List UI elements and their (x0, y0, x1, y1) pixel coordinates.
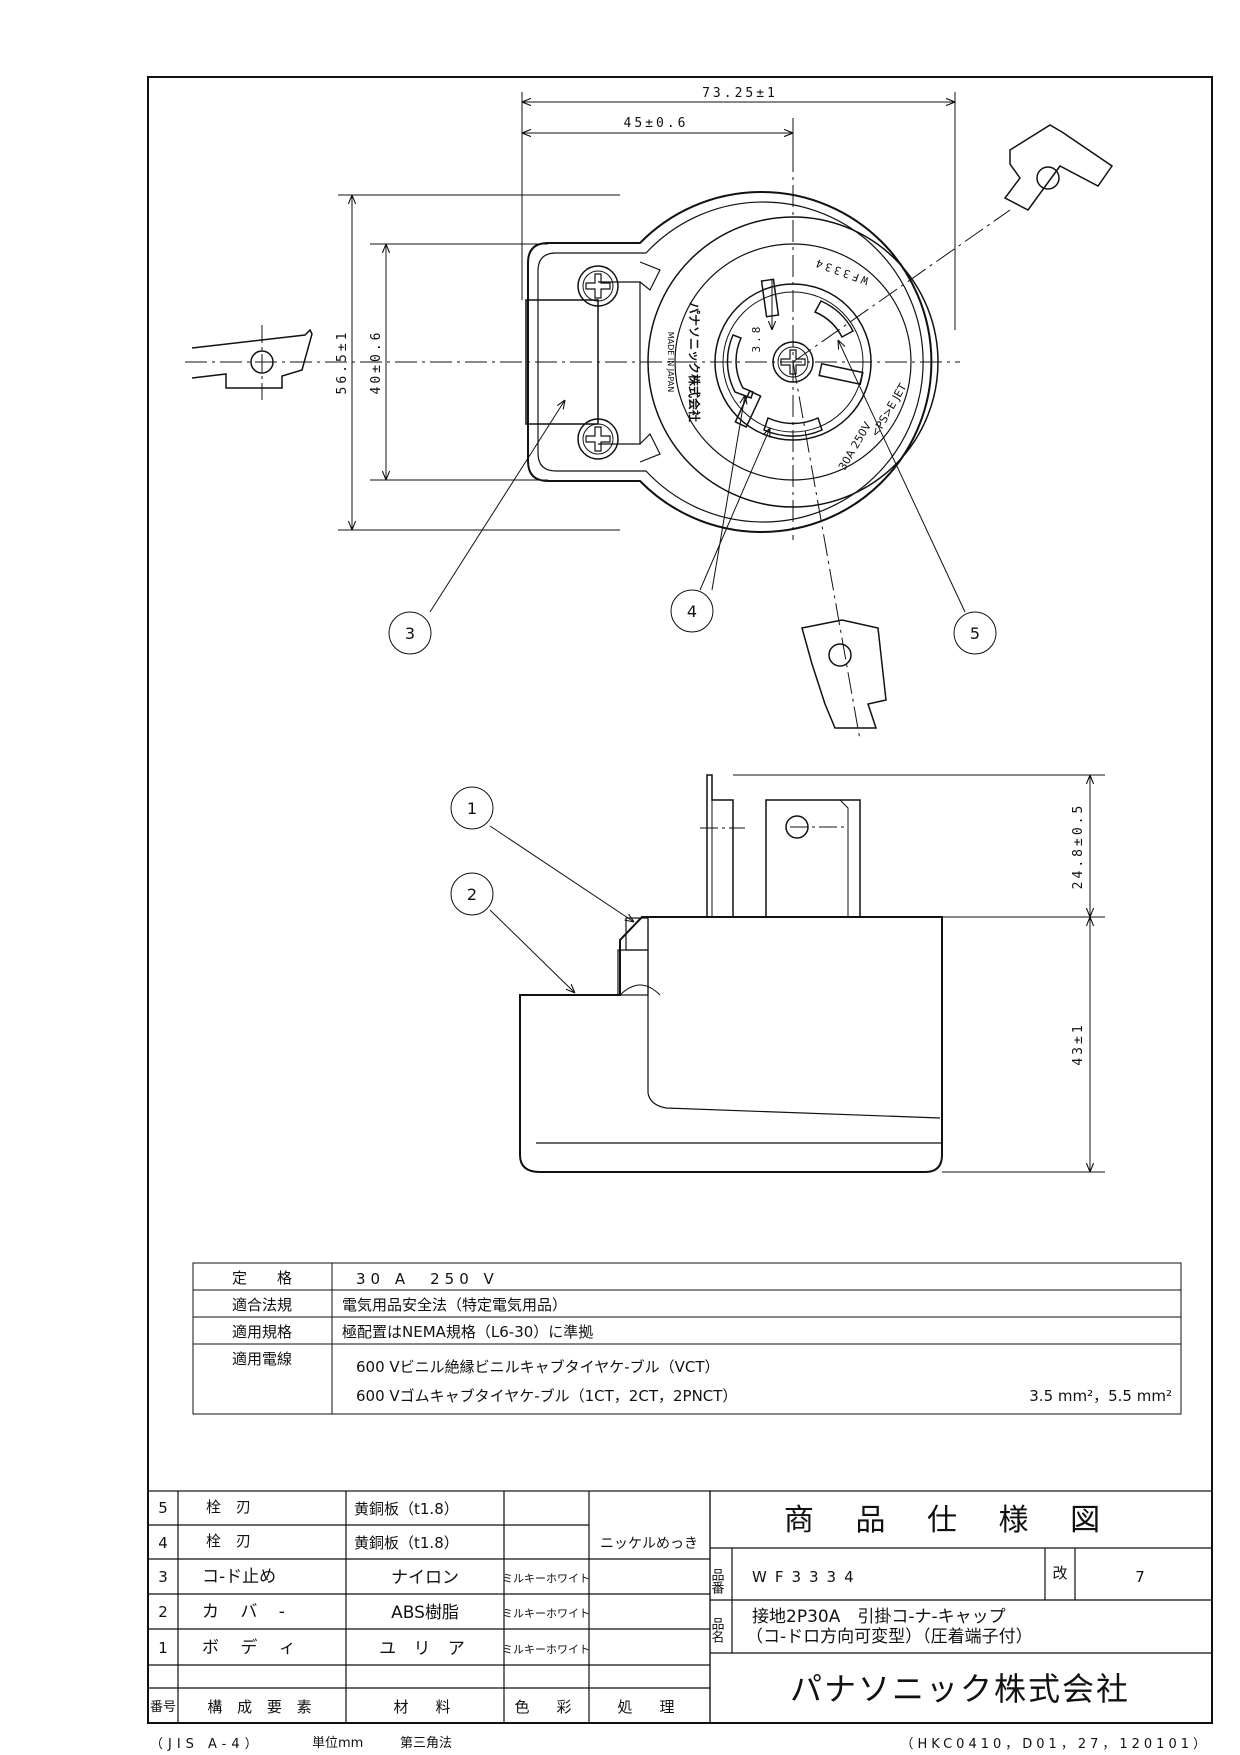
parts-row-1-name: ボ デ ィ (202, 1637, 304, 1658)
parts-row-4-no: 4 (158, 1534, 168, 1552)
balloon-5: 5 (970, 624, 980, 643)
parts-row-4-material: 黄銅板（t1.8） (354, 1534, 459, 1552)
parts-row-4-name: 栓 刃 (206, 1532, 251, 1550)
footer-drawing-code: （HKC0410，D01，27，120101） (901, 1737, 1210, 1752)
title-block-part-no: WF3334 (752, 1568, 862, 1586)
spec-label-rating: 定 格 (232, 1269, 292, 1287)
face-model-marking: WF3334 (811, 255, 870, 287)
spec-value-standard: 極配置はNEMA規格（L6-30）に準拠 (342, 1323, 593, 1341)
dim-height-56: 56.5±1 (335, 330, 350, 395)
parts-header-element: 構 成 要 素 (207, 1698, 316, 1716)
spec-value-law: 電気用品安全法（特定電気用品） (342, 1296, 567, 1314)
face-maker-marking: パナソニック株式会社 (687, 302, 702, 422)
face-made-in-marking: MADE IN JAPAN (666, 332, 675, 392)
dim-width-45: 45±0.6 (624, 116, 689, 131)
footer-unit: 単位mm (312, 1735, 363, 1751)
dim-blade-height: 24.8±0.5 (1071, 803, 1086, 890)
balloon-2: 2 (467, 885, 477, 904)
title-block-rev: 7 (1135, 1568, 1145, 1586)
dim-body-height: 43±1 (1071, 1022, 1086, 1065)
title-block-name-line2: （コ-ドロ方向可変型）（圧着端子付） (746, 1627, 1033, 1647)
parts-row-4-finish: ニッケルめっき (600, 1536, 698, 1552)
parts-row-1-color: ミルキーホワイト (502, 1643, 590, 1656)
parts-header-color: 色 彩 (514, 1698, 577, 1716)
title-block-part-no-label: 品番 (709, 1568, 725, 1595)
spec-value-wire-1: 600 Vビニル絶縁ビニルキャブタイヤケ-ブル（VCT） (356, 1358, 720, 1376)
parts-row-5-no: 5 (158, 1499, 168, 1517)
spec-label-law: 適合法規 (232, 1296, 292, 1314)
spec-label-wire: 適用電線 (232, 1350, 292, 1368)
parts-row-2-material: ABS樹脂 (391, 1603, 459, 1623)
spec-label-standard: 適用規格 (232, 1323, 292, 1341)
title-block-rev-label: 改 (1052, 1564, 1067, 1582)
spec-value-rating: 30 A 250 V (356, 1270, 499, 1288)
dim-pin-3-8: 3.8 (750, 324, 763, 353)
dim-overall-width: 73.25±1 (702, 86, 778, 101)
parts-row-3-name: コ-ド止め (202, 1567, 276, 1587)
parts-row-2-no: 2 (158, 1603, 168, 1621)
side-view-dimensions (733, 774, 1105, 1173)
top-view (185, 124, 1114, 741)
title-block-name-label: 品名 (709, 1617, 725, 1643)
title-block-company: パナソニック株式会社 (790, 1670, 1130, 1708)
parts-row-2-color: ミルキーホワイト (502, 1607, 590, 1620)
balloon-1: 1 (467, 799, 477, 818)
top-view-dimensions (338, 92, 956, 531)
parts-row-3-material: ナイロン (391, 1568, 459, 1588)
spec-value-wire-sizes: 3.5 mm²，5.5 mm² (1029, 1387, 1172, 1405)
dim-height-40: 40±0.6 (369, 330, 384, 395)
parts-header-finish: 処 理 (617, 1698, 680, 1716)
parts-header-no: 番号 (150, 1700, 176, 1715)
parts-table (147, 1490, 711, 1724)
parts-row-1-material: ユ リ ア (379, 1639, 471, 1659)
face-rating-marking: 30A 250V (836, 419, 874, 472)
footer-projection: 第三角法 (400, 1736, 452, 1751)
sheet-border (147, 76, 1213, 1724)
title-block (709, 1490, 1213, 1724)
side-view (519, 774, 943, 1173)
title-block-title: 商 品 仕 様 図 (784, 1503, 1116, 1538)
balloon-3: 3 (405, 624, 415, 643)
parts-row-3-color: ミルキーホワイト (502, 1572, 590, 1585)
side-view-leaders (450, 786, 634, 993)
parts-row-3-no: 3 (158, 1568, 168, 1586)
parts-row-5-material: 黄銅板（t1.8） (354, 1500, 459, 1518)
footer-jis: （JIS A-4） (150, 1737, 263, 1752)
spec-table (192, 1262, 1182, 1415)
parts-row-1-no: 1 (158, 1639, 168, 1657)
spec-value-wire-2: 600 Vゴムキャブタイヤケ-ブル（1CT，2CT，2PNCT） (356, 1387, 737, 1405)
title-block-name-line1: 接地2P30A 引掛コ-ナ-キャップ (752, 1607, 1006, 1627)
parts-header-material: 材 料 (393, 1698, 456, 1716)
parts-row-5-name: 栓 刃 (206, 1498, 251, 1516)
parts-row-2-name: カ バ - (202, 1602, 293, 1622)
balloon-4: 4 (687, 602, 697, 621)
top-view-leaders (388, 340, 997, 655)
